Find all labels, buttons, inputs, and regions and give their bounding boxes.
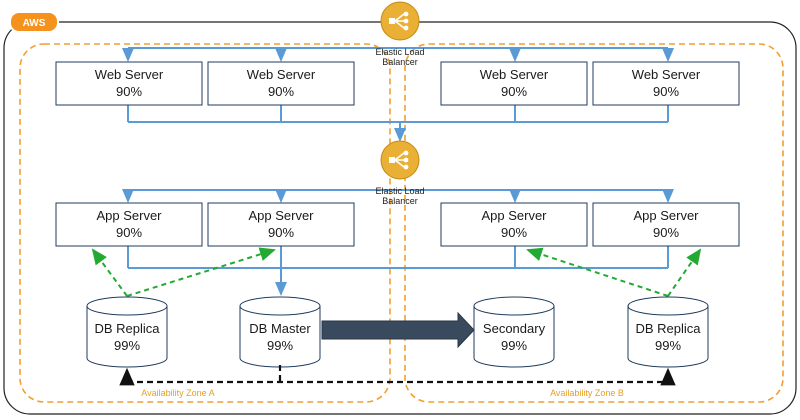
aws-badge: AWS	[9, 11, 59, 33]
app-server-4[interactable]: App Server 90%	[592, 202, 740, 247]
db-master-value: 99%	[267, 338, 293, 353]
master-replication-connectors	[119, 365, 676, 386]
web-server-1-value: 90%	[116, 84, 142, 99]
db-replica-a-title: DB Replica	[94, 321, 160, 336]
availability-zone-a	[19, 43, 391, 403]
app-server-1[interactable]: App Server 90%	[55, 202, 203, 247]
lb-top-label-line1: Elastic Load	[375, 47, 424, 57]
web-server-3-title: Web Server	[480, 67, 549, 82]
web-server-4[interactable]: Web Server 90%	[592, 61, 740, 106]
web-server-3-value: 90%	[501, 84, 527, 99]
replica-read-connectors	[91, 247, 702, 297]
aws-badge-label: AWS	[23, 18, 46, 29]
app-server-2-value: 90%	[268, 225, 294, 240]
lb-top-label-line2: Balancer	[382, 57, 418, 67]
web-to-lb2-connectors	[127, 105, 669, 142]
load-balancer-icon	[389, 11, 409, 31]
web-server-1[interactable]: Web Server 90%	[55, 61, 203, 106]
web-server-2-value: 90%	[268, 84, 294, 99]
db-replica-b[interactable]: DB Replica 99%	[627, 296, 709, 368]
app-server-4-value: 90%	[653, 225, 679, 240]
db-master[interactable]: DB Master 99%	[239, 296, 321, 368]
app-server-3[interactable]: App Server 90%	[440, 202, 588, 247]
zone-b-label: Availability Zone B	[550, 388, 624, 398]
db-secondary-title: Secondary	[483, 321, 546, 336]
web-server-4-value: 90%	[653, 84, 679, 99]
web-server-4-title: Web Server	[632, 67, 701, 82]
web-server-3[interactable]: Web Server 90%	[440, 61, 588, 106]
db-secondary[interactable]: Secondary 99%	[473, 296, 555, 368]
load-balancer-icon	[389, 150, 409, 170]
elastic-load-balancer-middle[interactable]: Elastic Load Balancer	[375, 140, 425, 206]
app-server-4-title: App Server	[633, 208, 699, 223]
app-server-1-title: App Server	[96, 208, 162, 223]
elastic-load-balancer-top[interactable]: Elastic Load Balancer	[375, 1, 425, 67]
lb-middle-label-line2: Balancer	[382, 196, 418, 206]
web-server-2-title: Web Server	[247, 67, 316, 82]
lb2-distribution-connectors	[122, 189, 674, 203]
db-secondary-value: 99%	[501, 338, 527, 353]
app-server-1-value: 90%	[116, 225, 142, 240]
availability-zone-b	[404, 43, 784, 403]
db-replica-b-title: DB Replica	[635, 321, 701, 336]
app-server-3-value: 90%	[501, 225, 527, 240]
app-server-3-title: App Server	[481, 208, 547, 223]
db-replica-b-value: 99%	[655, 338, 681, 353]
zone-a-label: Availability Zone A	[141, 388, 214, 398]
web-server-1-title: Web Server	[95, 67, 164, 82]
db-replica-a[interactable]: DB Replica 99%	[86, 296, 168, 368]
app-server-2-title: App Server	[248, 208, 314, 223]
db-master-title: DB Master	[249, 321, 311, 336]
app-to-db-master-connectors	[127, 246, 669, 296]
master-to-secondary-sync-arrow	[321, 311, 475, 349]
app-server-2[interactable]: App Server 90%	[207, 202, 355, 247]
web-server-2[interactable]: Web Server 90%	[207, 61, 355, 106]
lb-middle-label-line1: Elastic Load	[375, 186, 424, 196]
db-replica-a-value: 99%	[114, 338, 140, 353]
lb1-distribution-connectors	[122, 47, 674, 62]
